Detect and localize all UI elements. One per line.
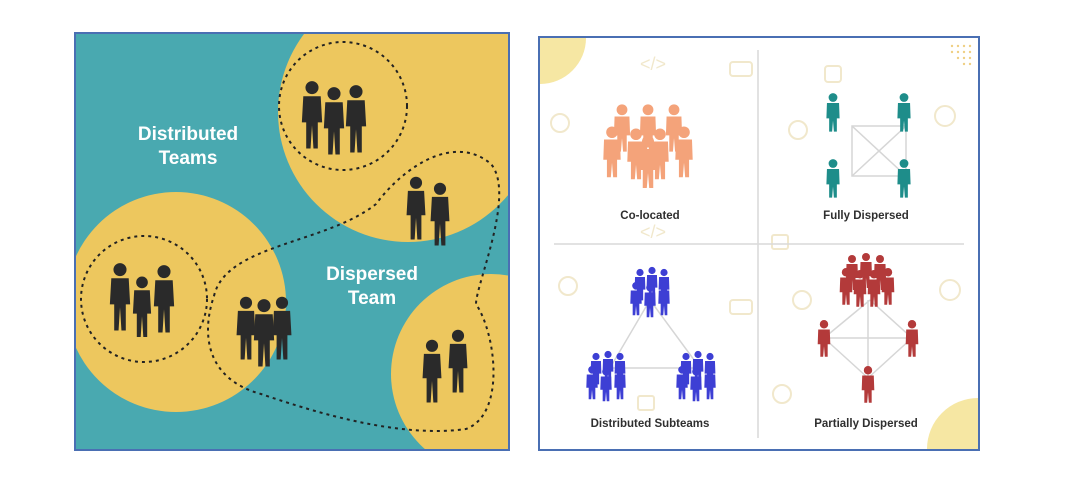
svg-text:</>: </> [640,54,666,74]
right-illustration-svg: </> </> Co-lo [540,38,978,449]
fully-dispersed-label: Fully Dispersed [823,210,909,222]
corner-decoration-bottom-right [927,398,978,449]
yellow-circle-left [76,192,286,412]
dispersed-team-label-line1: Dispersed [326,264,418,285]
distributed-subteams-label: Distributed Subteams [591,418,710,430]
colocated-label: Co-located [620,210,679,222]
faint-background-icons: </> </> [550,54,961,411]
subteam-cluster-left [586,350,626,402]
left-illustration-svg: Distributed Teams Dispersed Team [76,34,508,449]
subteams-connections [608,298,702,369]
colocated-people-cluster [603,104,693,188]
dashed-circle-group-left [80,235,208,363]
dot-pattern-decoration [950,44,972,66]
distributed-teams-label-line2: Teams [159,148,218,169]
distributed-vs-dispersed-illustration: Distributed Teams Dispersed Team [74,32,510,451]
yellow-circle-top-right [278,34,508,242]
dispersed-team-label-line2: Team [348,288,396,309]
subteam-cluster-right [676,350,716,402]
dashed-circle-group-top [278,41,408,171]
fully-dispersed-people [826,93,911,198]
subteam-cluster-top [630,266,670,318]
svg-text:</>: </> [640,222,666,242]
partially-dispersed-label: Partially Dispersed [814,418,918,430]
corner-decoration-top-left [540,38,586,84]
team-configuration-quadrants: </> </> Co-lo [538,36,980,451]
distributed-teams-label-line1: Distributed [138,124,238,145]
fully-dispersed-connections [851,125,907,177]
partially-dispersed-cluster [839,253,895,307]
